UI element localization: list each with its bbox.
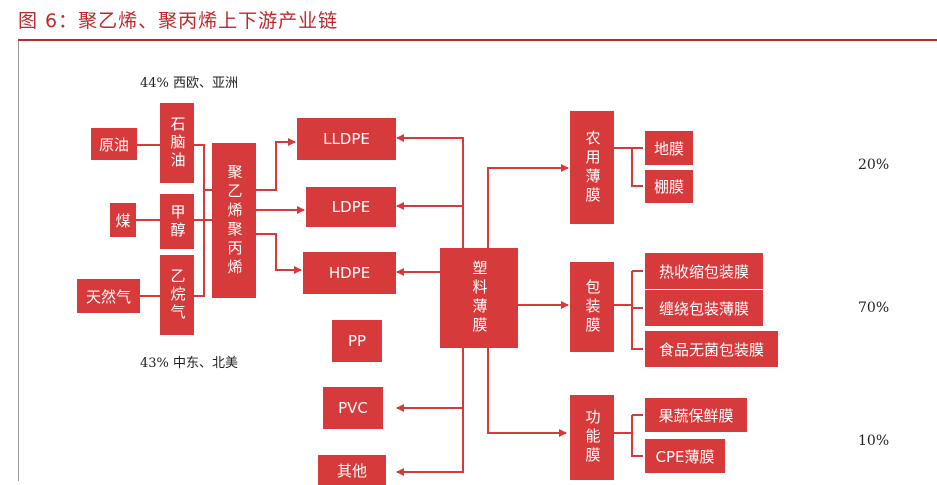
edge-center-functional: [487, 348, 567, 437]
node-naphtha-label: 石脑油: [168, 116, 187, 170]
edge-center-other: [396, 408, 464, 476]
edge-polymer-lldpe: [256, 138, 296, 191]
node-plastic-film-label: 塑料薄膜: [470, 260, 489, 336]
node-naphtha: 石脑油: [160, 103, 194, 183]
share-functional: 10%: [858, 433, 890, 449]
node-other: 其他: [318, 455, 386, 485]
edge-center-agri: [487, 164, 569, 248]
item-aseptic-film: 食品无菌包装膜: [645, 331, 778, 367]
node-packaging-film: 包装膜: [570, 262, 614, 352]
node-ldpe: LDPE: [306, 187, 396, 227]
note-bottom-regions: 43% 中东、北美: [140, 356, 239, 371]
node-methanol-label: 甲醇: [168, 203, 187, 240]
edge-agri-items: [612, 147, 643, 187]
node-lldpe: LLDPE: [297, 118, 396, 160]
item-shrink-film: 热收缩包装膜: [645, 253, 763, 289]
node-packaging-film-label: 包装膜: [583, 278, 602, 336]
item-fresh-film: 果蔬保鲜膜: [645, 398, 747, 432]
node-agri-film: 农用薄膜: [570, 111, 614, 224]
node-ethane: 乙烷气: [160, 255, 194, 335]
share-agri: 20%: [858, 157, 890, 173]
edge-packaging-items: [614, 304, 643, 350]
node-plastic-film: 塑料薄膜: [440, 248, 518, 348]
title-divider: [18, 39, 937, 41]
node-agri-film-label: 农用薄膜: [583, 129, 602, 206]
note-top-regions: 44% 西欧、亚洲: [140, 76, 239, 91]
edge-center-pp: [396, 348, 464, 412]
node-pvc: PVC: [323, 387, 383, 429]
node-polymer: 聚乙烯聚丙烯: [212, 143, 256, 298]
edge-polymer-hdpe: [256, 233, 302, 274]
node-functional-film-label: 功能膜: [583, 409, 602, 466]
node-functional-film: 功能膜: [570, 395, 614, 480]
node-pp: PP: [332, 320, 382, 362]
edge-center-lldpe: [396, 134, 464, 248]
node-crude-oil: 原油: [91, 128, 137, 160]
frame-left-border: [18, 41, 19, 481]
node-coal: 煤: [110, 203, 136, 237]
node-natural-gas: 天然气: [77, 279, 140, 313]
figure-title: 图 6：聚乙烯、聚丙烯上下游产业链: [18, 10, 339, 32]
node-polymer-label: 聚乙烯聚丙烯: [225, 163, 244, 278]
node-ethane-label: 乙烷气: [168, 268, 187, 322]
node-methanol: 甲醇: [160, 194, 194, 249]
item-greenhouse-film: 棚膜: [645, 170, 693, 203]
node-hdpe: HDPE: [303, 252, 396, 294]
share-packaging: 70%: [858, 300, 890, 316]
item-stretch-film: 缠绕包装薄膜: [645, 290, 763, 326]
item-cpe-film: CPE薄膜: [645, 439, 725, 473]
item-ground-film: 地膜: [645, 131, 693, 165]
edge-functional-items: [614, 432, 643, 457]
